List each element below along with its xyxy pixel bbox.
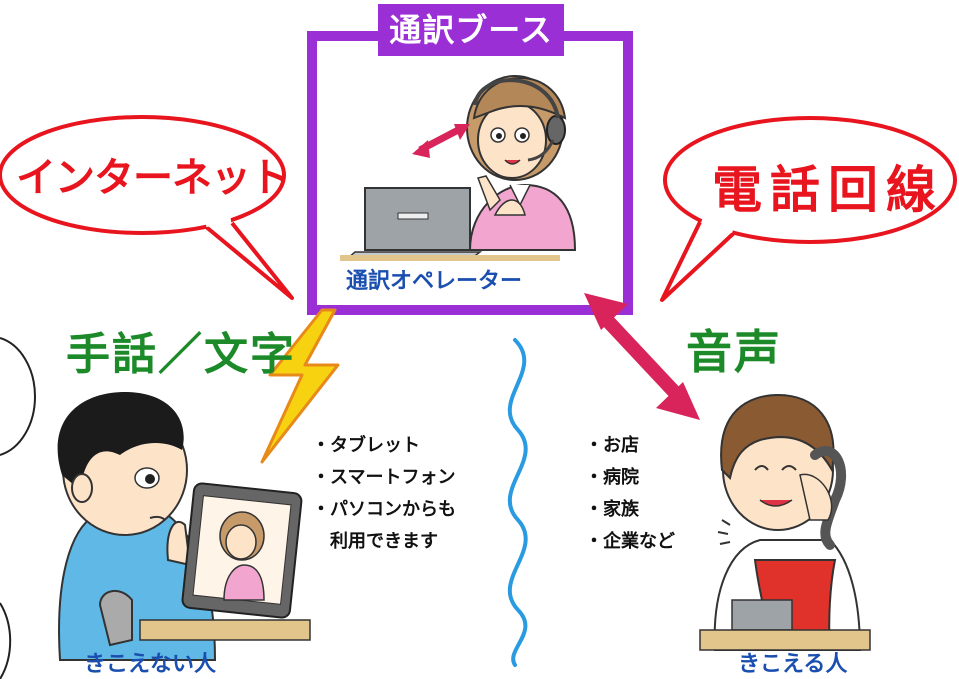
place-item: ・家族: [585, 499, 639, 520]
device-item: 利用できます: [312, 531, 438, 552]
deaf-person-caption: きこえない人: [84, 652, 217, 677]
edge-curve-upper: [0, 337, 37, 456]
internet-bubble: [0, 115, 294, 300]
wavy-divider: [507, 338, 528, 667]
lightning-bolt: [260, 308, 340, 464]
place-list: ・お店 ・病院 ・家族 ・企業など: [585, 430, 675, 558]
phone-line-bubble: [660, 116, 957, 302]
place-item: ・お店: [585, 435, 639, 456]
place-item: ・病院: [585, 467, 639, 488]
phone-line-bubble-label: 電話回線: [712, 161, 944, 219]
place-item: ・企業など: [585, 531, 675, 552]
booth-title: 通訳ブース: [389, 11, 553, 49]
hearing-person-illustration: [699, 393, 871, 651]
device-list: ・タブレット ・スマートフォン ・パソコンからも 利用できます: [312, 430, 456, 558]
operator-label: 通訳オペレーター: [346, 269, 523, 294]
voice-label: 音声: [686, 325, 782, 379]
operator-illustration: [340, 75, 577, 261]
hearing-person-caption: きこえる人: [738, 652, 848, 677]
internet-bubble-label: インターネット: [16, 155, 290, 201]
device-item: ・スマートフォン: [312, 467, 456, 488]
voice-double-arrow: [584, 293, 700, 420]
edge-curve-lower: [0, 602, 12, 679]
device-item: ・タブレット: [312, 435, 420, 456]
device-item: ・パソコンからも: [312, 499, 456, 520]
sign-text-label: 手話／文字: [66, 329, 296, 380]
deaf-person-illustration: [57, 392, 311, 661]
booth-frame: [307, 4, 633, 315]
